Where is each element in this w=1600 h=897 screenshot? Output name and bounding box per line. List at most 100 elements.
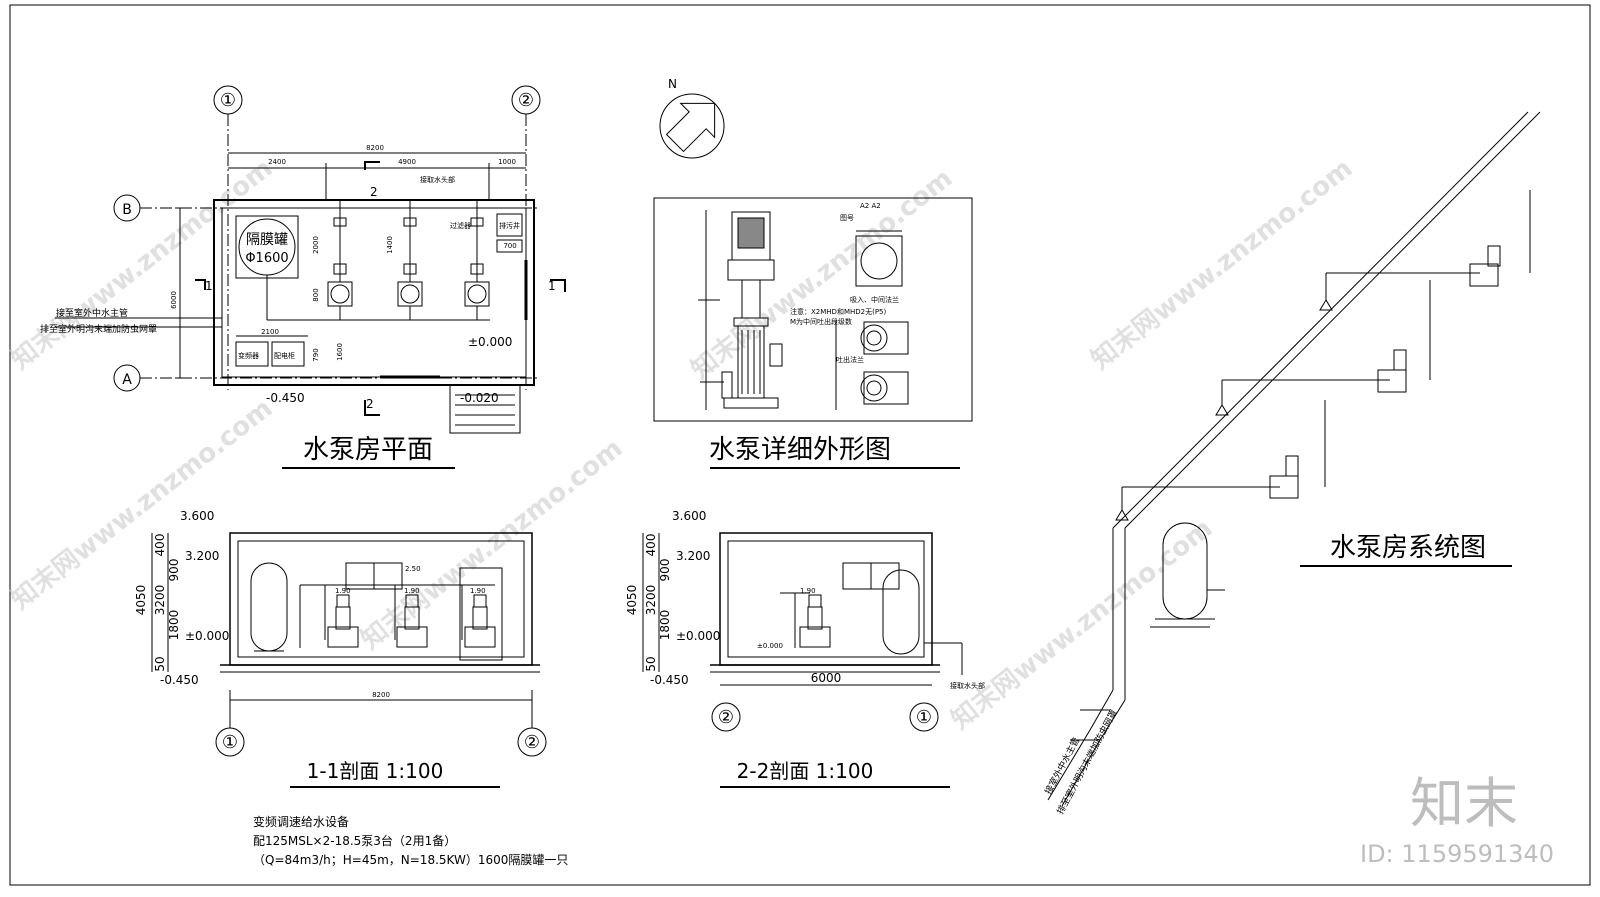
cut-2-bottom: 2 [366, 397, 374, 411]
s2-lvl-top: 3.600 [672, 509, 706, 523]
s2-dim-900: 900 [658, 559, 672, 582]
s2-axis-left: ② [718, 707, 734, 728]
detail-ref: 图号 [840, 214, 854, 222]
detail-inlet: 吸入、中间法兰 [850, 295, 899, 304]
pump-detail-text: A2 A2 图号 吸入、中间法兰 吐出法兰 注意：X2MHD和MHD2无(P5)… [709, 202, 899, 465]
dim-800: 800 [312, 288, 320, 301]
s1-axis-right: ② [524, 732, 540, 753]
note-line-2: 配125MSL×2-18.5泵3台（2用1备） [253, 833, 456, 848]
s1-lvl-190-b: 1.90 [404, 587, 420, 595]
s1-lvl-190-a: 1.90 [335, 587, 351, 595]
dim-700: 700 [503, 242, 516, 250]
s1-dim-total: 4050 [134, 585, 148, 616]
label-filter: 过滤器 [450, 221, 471, 230]
s2-lvl-m450: -0.450 [650, 673, 689, 687]
s1-lvl-3200: 3.200 [185, 549, 219, 563]
label-drain: 排污井 [499, 221, 520, 230]
s1-dim-400: 400 [153, 534, 167, 557]
watermark-5: 知末网www.znzmo.com [946, 513, 1218, 735]
section-1-title: 1-1剖面 1:100 [307, 759, 444, 783]
label-cabinet: 配电柜 [274, 351, 295, 360]
pump-2 [397, 281, 423, 307]
s1-dim-900: 900 [167, 559, 181, 582]
brand-id: ID: 1159591340 [1360, 840, 1554, 868]
note-line-1: 变频调速给水设备 [253, 814, 349, 829]
dim-2000: 2000 [312, 236, 320, 254]
detail-note: 注意：X2MHD和MHD2无(P5) [790, 307, 886, 316]
label-pipe-out: 排至室外明沟末端加防虫网罩 [40, 323, 157, 335]
s1-lvl-top: 3.600 [180, 509, 214, 523]
dim-mid: 4900 [398, 158, 416, 166]
level-0: ±0.000 [468, 335, 512, 349]
level-m020: -0.020 [460, 391, 499, 405]
s1-dim-width: 8200 [372, 691, 390, 699]
watermark-3: 知末网www.znzmo.com [686, 163, 958, 385]
s2-dim-width: 6000 [811, 671, 842, 685]
watermark-4: 知末网www.znzmo.com [1086, 153, 1358, 375]
axis-label-2: ② [518, 90, 534, 111]
cut-1-left: 1 [205, 279, 213, 293]
tank-diameter: Φ1600 [245, 251, 288, 266]
s2-label-pipe: 接取水头部 [950, 681, 985, 690]
pump-detail [653, 197, 973, 422]
plan-view [55, 85, 566, 469]
cut-2-top: 2 [370, 185, 378, 199]
label-top-pipe: 接取水头部 [420, 175, 455, 184]
s2-dim-1800: 1800 [658, 610, 672, 641]
s1-lvl-250: 2.50 [405, 565, 421, 573]
s1-axis-left: ① [222, 732, 238, 753]
s2-lvl-190: 1.90 [800, 587, 816, 595]
pump-detail-title: 水泵详细外形图 [709, 435, 891, 465]
dim-790: 790 [312, 348, 320, 361]
detail-header: A2 A2 [860, 202, 881, 210]
level-m450: -0.450 [266, 391, 305, 405]
north-compass: N [659, 77, 725, 159]
tank-label: 隔膜罐 [246, 232, 288, 248]
compass-north-label: N [668, 77, 677, 91]
branding: 知末 ID: 1159591340 [1360, 772, 1554, 868]
pump-3 [464, 281, 490, 307]
label-vfd: 变频器 [238, 351, 259, 360]
axis-label-1: ① [220, 90, 236, 111]
section-2-title: 2-2剖面 1:100 [737, 759, 874, 783]
s2-dim-400: 400 [644, 534, 658, 557]
s2-dim-3200: 3200 [644, 585, 658, 616]
axis-label-b: B [122, 202, 132, 218]
watermark-6: 知末网www.znzmo.com [6, 393, 278, 615]
label-pipe-in: 接至室外中水主管 [56, 307, 128, 319]
dim-1600: 1600 [336, 343, 344, 361]
detail-note2: M为中间吐出段级数 [790, 317, 852, 326]
s2-dim-50: 50 [644, 656, 658, 671]
drawing-frame [9, 4, 1591, 886]
dim-total: 8200 [366, 144, 384, 152]
dim-right: 1000 [498, 158, 516, 166]
s1-dim-50: 50 [153, 656, 167, 671]
plan-title: 水泵房平面 [303, 435, 433, 465]
s2-lvl-0: ±0.000 [676, 629, 720, 643]
s2-lvl-0b: ±0.000 [757, 642, 783, 650]
dim-1400: 1400 [386, 236, 394, 254]
pump-1 [327, 281, 353, 307]
watermarks: 知末网www.znzmo.com 知末网www.znzmo.com 知末网www… [6, 153, 1358, 735]
section-2-2-text: 3.600 3.200 ±0.000 -0.450 ±0.000 1.90 40… [625, 509, 985, 783]
brand-logo: 知末 [1410, 772, 1518, 835]
dim-left: 2400 [268, 158, 286, 166]
section-2-2 [642, 532, 963, 788]
s1-dim-3200: 3200 [153, 585, 167, 616]
dim-2100: 2100 [261, 328, 279, 336]
system-diagram [1047, 111, 1541, 807]
cut-1-right: 1 [548, 279, 556, 293]
notes: 变频调速给水设备 配125MSL×2-18.5泵3台（2用1备） （Q=84m3… [253, 814, 568, 867]
s1-lvl-0: ±0.000 [185, 629, 229, 643]
detail-outlet: 吐出法兰 [836, 355, 864, 364]
watermark-2: 知末网www.znzmo.com [356, 433, 628, 655]
system-title: 水泵房系统图 [1330, 533, 1486, 563]
s1-dim-1800: 1800 [167, 610, 181, 641]
s2-dim-total: 4050 [625, 585, 639, 616]
axis-label-a: A [122, 372, 132, 388]
section-1-1 [151, 532, 547, 788]
s2-lvl-3200: 3.200 [676, 549, 710, 563]
plan-text: ① ② B A 8200 2400 4900 1000 6000 2100 20… [40, 90, 556, 465]
s2-axis-right: ① [916, 707, 932, 728]
